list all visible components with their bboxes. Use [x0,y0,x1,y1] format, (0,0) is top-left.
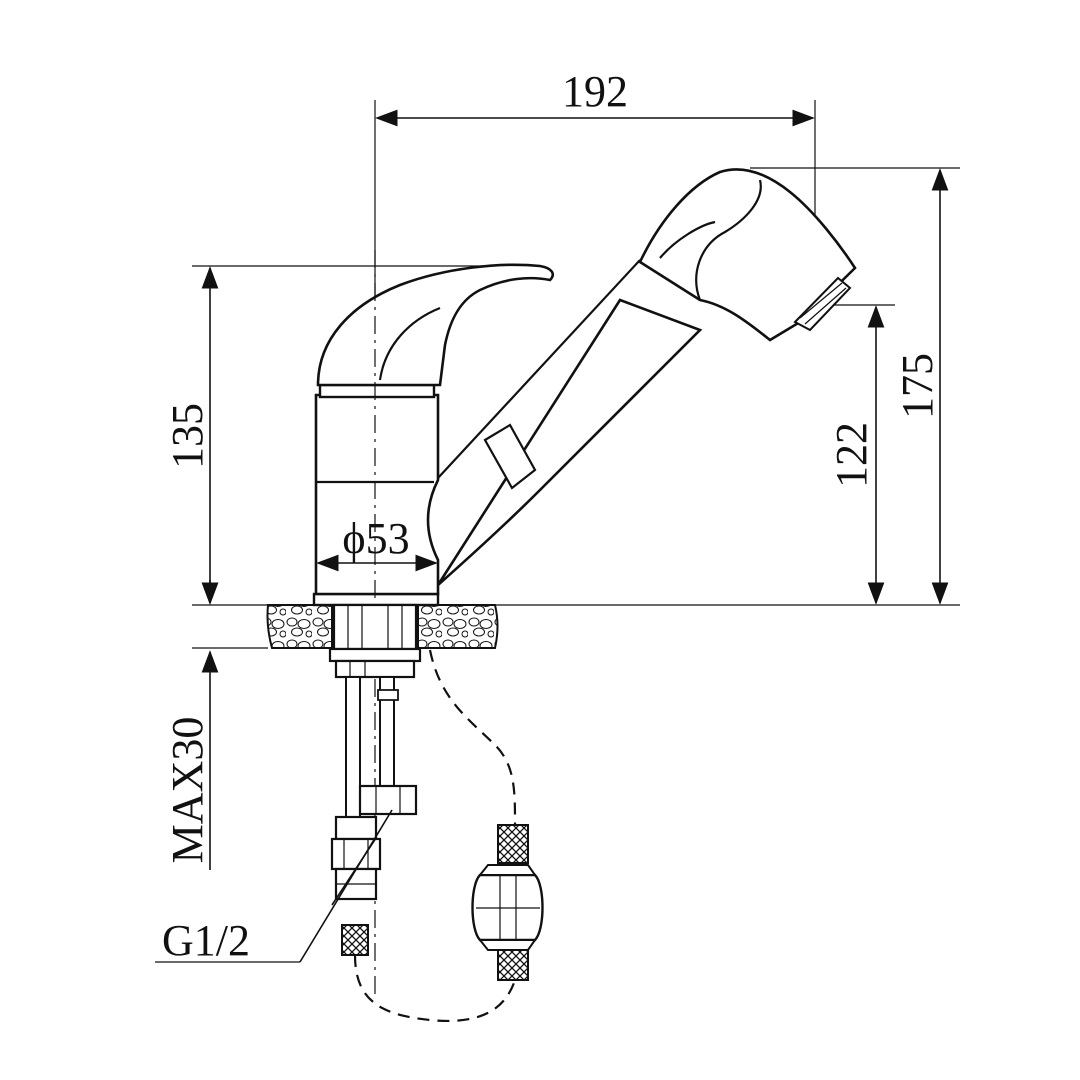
lever-handle [316,263,554,387]
thread-label: G1/2 [162,916,250,965]
dimension-label-135: 135 [163,403,212,469]
thread-callout: G1/2 [155,809,393,965]
dimension-label-192: 192 [562,67,628,116]
supply-hoses [330,676,418,956]
dimension-175: 175 [750,167,960,605]
faucet-body [312,383,440,607]
dimension-label-122: 122 [827,422,876,488]
countertop-section [266,604,499,649]
mounting-shank [328,603,422,679]
dimension-label-diameter: ϕ53 [342,514,409,563]
dimension-max30: MAX30 [163,580,219,870]
pull-out-spout [436,168,857,586]
dimension-label-175: 175 [893,353,942,419]
dimension-122: 122 [825,304,895,605]
dimension-diameter: ϕ53 [316,514,438,572]
pull-out-hose-path [353,649,544,1022]
dimension-label-max30: MAX30 [163,717,212,864]
dimension-135: 135 [163,265,500,605]
dimension-192: 192 [374,67,816,610]
